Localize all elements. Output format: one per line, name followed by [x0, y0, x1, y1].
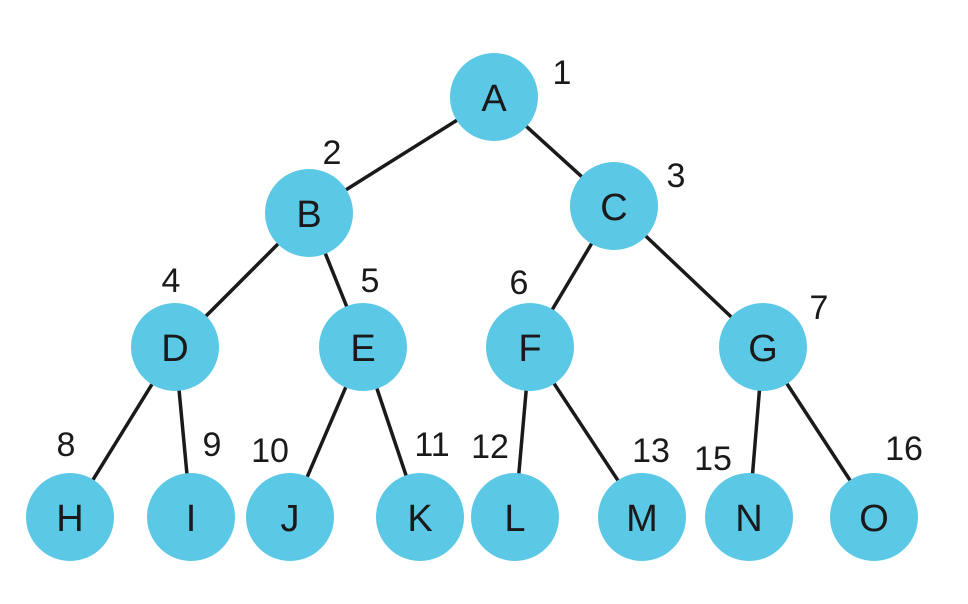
- edge-b-d: [201, 239, 283, 321]
- node-index-i: 9: [203, 426, 222, 464]
- node-h: H: [26, 473, 114, 561]
- node-circle-l: [471, 473, 559, 561]
- edge-a-b: [341, 116, 462, 194]
- node-label-c: C: [600, 187, 627, 229]
- edge-d-i: [176, 385, 190, 479]
- node-circle-c: [570, 162, 658, 250]
- node-index-e: 5: [361, 262, 380, 300]
- node-label-n: N: [735, 498, 762, 540]
- node-index-f: 6: [510, 264, 529, 302]
- node-i: I: [147, 473, 235, 561]
- node-label-k: K: [407, 498, 432, 540]
- node-circle-n: [705, 473, 793, 561]
- tree-nodes: A B C D E F G H I J K L M N O: [26, 53, 918, 561]
- node-circle-h: [26, 473, 114, 561]
- node-label-g: G: [748, 328, 778, 370]
- node-label-o: O: [859, 498, 889, 540]
- node-label-b: B: [296, 194, 321, 236]
- node-index-m: 13: [632, 432, 670, 470]
- node-b: B: [265, 169, 353, 257]
- node-label-e: E: [350, 328, 375, 370]
- node-circle-i: [147, 473, 235, 561]
- node-index-h: 8: [57, 426, 76, 464]
- node-circle-d: [131, 303, 219, 391]
- node-index-g: 7: [810, 289, 829, 327]
- node-index-d: 4: [162, 262, 181, 300]
- edge-e-k: [373, 383, 410, 481]
- node-f: F: [486, 303, 574, 391]
- node-index-b: 2: [323, 134, 342, 172]
- node-circle-j: [246, 473, 334, 561]
- node-label-f: F: [518, 328, 541, 370]
- node-circle-g: [719, 303, 807, 391]
- node-index-n: 15: [694, 440, 732, 478]
- node-circle-e: [319, 303, 407, 391]
- edge-c-f: [548, 238, 596, 315]
- node-o: O: [830, 473, 918, 561]
- node-index-a: 1: [553, 54, 572, 92]
- node-index-o: 16: [885, 430, 923, 468]
- edge-b-e: [322, 248, 350, 312]
- edge-a-c: [521, 122, 587, 181]
- node-circle-b: [265, 169, 353, 257]
- node-label-d: D: [161, 328, 188, 370]
- node-n: N: [705, 473, 793, 561]
- node-label-i: I: [186, 498, 197, 540]
- node-label-l: L: [504, 498, 525, 540]
- tree-edges: [89, 116, 854, 486]
- node-c: C: [570, 162, 658, 250]
- node-a: A: [450, 53, 538, 141]
- node-e: E: [319, 303, 407, 391]
- node-circle-a: [450, 53, 538, 141]
- node-circle-o: [830, 473, 918, 561]
- node-d: D: [131, 303, 219, 391]
- edge-e-j: [304, 382, 349, 482]
- node-circle-f: [486, 303, 574, 391]
- edge-g-o: [783, 378, 854, 486]
- node-index-l: 12: [471, 428, 509, 466]
- edge-g-n: [750, 385, 762, 479]
- node-index-j: 10: [251, 432, 289, 470]
- node-label-h: H: [56, 498, 83, 540]
- edge-d-h: [89, 379, 156, 485]
- node-label-j: J: [281, 498, 300, 540]
- node-circle-m: [598, 473, 686, 561]
- node-k: K: [376, 473, 464, 561]
- node-index-k: 11: [414, 426, 449, 464]
- edge-f-m: [550, 378, 622, 486]
- node-l: L: [471, 473, 559, 561]
- node-g: G: [719, 303, 807, 391]
- node-j: J: [246, 473, 334, 561]
- node-circle-k: [376, 473, 464, 561]
- edge-c-g: [641, 231, 736, 322]
- node-index-c: 3: [667, 157, 686, 195]
- node-label-m: M: [626, 498, 658, 540]
- node-m: M: [598, 473, 686, 561]
- node-label-a: A: [481, 78, 507, 120]
- edge-f-l: [516, 385, 529, 479]
